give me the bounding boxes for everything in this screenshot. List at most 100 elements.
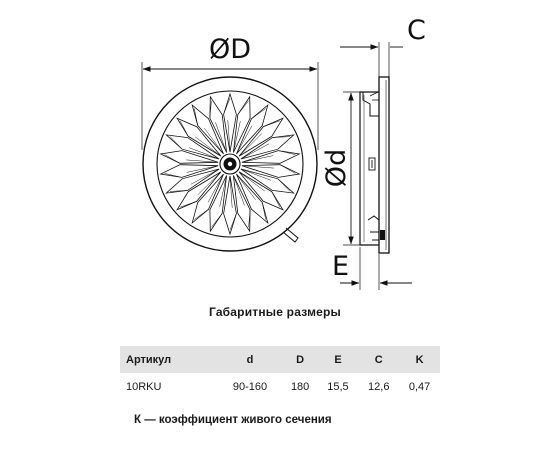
- blade-fold-line: [261, 202, 266, 220]
- blade-fold-line: [240, 168, 271, 181]
- shutter-blade: [233, 175, 251, 233]
- cell-K: 0,47: [408, 381, 431, 393]
- e-label: E: [332, 251, 349, 282]
- blade-fold-line: [241, 155, 274, 163]
- middle-latch: [368, 157, 376, 171]
- cell-E: 15,5: [327, 381, 349, 393]
- shutter-blade: [238, 117, 284, 157]
- blade-fold-line: [186, 165, 219, 173]
- blade-fold-line: [271, 191, 281, 208]
- header-K: K: [399, 346, 440, 373]
- top-latch: [369, 91, 379, 101]
- technical-drawing: ØD C Ød E: [141, 15, 426, 290]
- blade-fold-line: [198, 171, 222, 195]
- inner-diameter-label: Ød: [321, 149, 352, 187]
- shutter-blade: [191, 173, 224, 225]
- blade-fold-line: [229, 175, 233, 208]
- blade-fold-line: [215, 122, 227, 153]
- blade-fold-line: [169, 190, 188, 192]
- blade-fold-line: [190, 168, 220, 185]
- blade-fold-line: [194, 108, 199, 126]
- blade-fold-line: [179, 120, 189, 137]
- shutter-blade: [233, 95, 251, 153]
- blade-fold-line: [169, 136, 183, 150]
- blade-fold-line: [277, 178, 291, 192]
- blade-fold-line: [227, 120, 231, 153]
- shutter-blade: [165, 168, 220, 194]
- cell-d: 90-160: [232, 381, 268, 393]
- shutter-blades: [159, 92, 301, 236]
- section-title: Габаритные размеры: [208, 305, 342, 319]
- cell-D: 180: [290, 381, 310, 393]
- blade-fold-line: [236, 125, 253, 155]
- blade-fold-line: [223, 97, 231, 115]
- adjustment-tab: [282, 227, 299, 243]
- blade-fold-line: [236, 173, 256, 200]
- blade-fold-line: [248, 209, 251, 228]
- footnote: К — коэффициент живого сечения: [134, 414, 332, 426]
- shutter-blade: [209, 95, 227, 153]
- blade-fold-line: [194, 208, 209, 220]
- shutter-blade: [165, 134, 220, 160]
- top-clip: [362, 92, 379, 117]
- shutter-blade: [223, 175, 237, 236]
- blade-fold-line: [238, 171, 265, 192]
- blade-fold-line: [164, 154, 181, 164]
- table-header-row: Артикул d D E C K: [120, 346, 440, 373]
- front-view: [141, 62, 319, 252]
- blade-fold-line: [219, 175, 227, 207]
- centre-hub-highlight: [227, 161, 233, 167]
- shutter-blade: [176, 171, 222, 211]
- shutter-blade: [209, 175, 227, 233]
- blade-fold-line: [278, 150, 296, 155]
- blade-fold-line: [233, 121, 241, 153]
- shutter-blade: [236, 103, 269, 155]
- blade-fold-line: [189, 147, 220, 160]
- blade-fold-line: [279, 164, 296, 174]
- blade-fold-line: [241, 165, 274, 169]
- outer-diameter-label: ØD: [209, 34, 251, 65]
- shutter-blade: [240, 168, 295, 194]
- blade-fold-line: [240, 143, 270, 160]
- spigot-body: [359, 91, 379, 246]
- shutter-blade: [241, 164, 301, 178]
- outer-rim: [142, 76, 318, 252]
- blade-fold-line: [207, 173, 224, 203]
- blade-fold-line: [211, 213, 223, 228]
- blade-fold-line: [229, 213, 237, 231]
- shutter-blade: [223, 92, 237, 153]
- inner-rim: [156, 90, 304, 238]
- shutter-blade: [159, 150, 219, 164]
- blade-fold-line: [164, 173, 182, 178]
- header-E: E: [317, 346, 359, 373]
- dimensions-table: Артикул d D E C K 10RKU 90-160 180 15,5 …: [120, 346, 440, 401]
- cell-article: 10RKU: [126, 381, 162, 393]
- blade-fold-line: [272, 136, 291, 138]
- cell-C: 12,6: [368, 381, 390, 393]
- blade-fold-line: [263, 120, 280, 127]
- shutter-blade: [191, 103, 224, 155]
- blade-fold-line: [180, 201, 197, 208]
- header-d: d: [217, 346, 283, 373]
- blade-fold-line: [186, 159, 219, 163]
- c-label: C: [407, 15, 426, 46]
- shutter-blade: [159, 164, 219, 178]
- blade-fold-line: [233, 175, 245, 206]
- blade-fold-line: [209, 100, 212, 119]
- blade-fold-line: [251, 108, 266, 120]
- header-D: D: [282, 346, 318, 373]
- blade-fold-line: [204, 128, 224, 155]
- blade-fold-line: [238, 133, 262, 157]
- shutter-blade: [238, 171, 284, 211]
- shutter-blade: [240, 134, 295, 160]
- shutter-blade: [241, 150, 301, 164]
- blade-fold-line: [237, 100, 249, 115]
- front-plate: [378, 76, 390, 254]
- bottom-clip: [367, 215, 380, 241]
- header-article: Артикул: [120, 346, 218, 373]
- bottom-latch: [380, 230, 385, 240]
- blade-fold-line: [195, 136, 222, 157]
- shutter-blade: [236, 173, 269, 225]
- table-row: 10RKU 90-160 180 15,5 12,6 0,47: [120, 373, 440, 401]
- side-view: [340, 42, 412, 290]
